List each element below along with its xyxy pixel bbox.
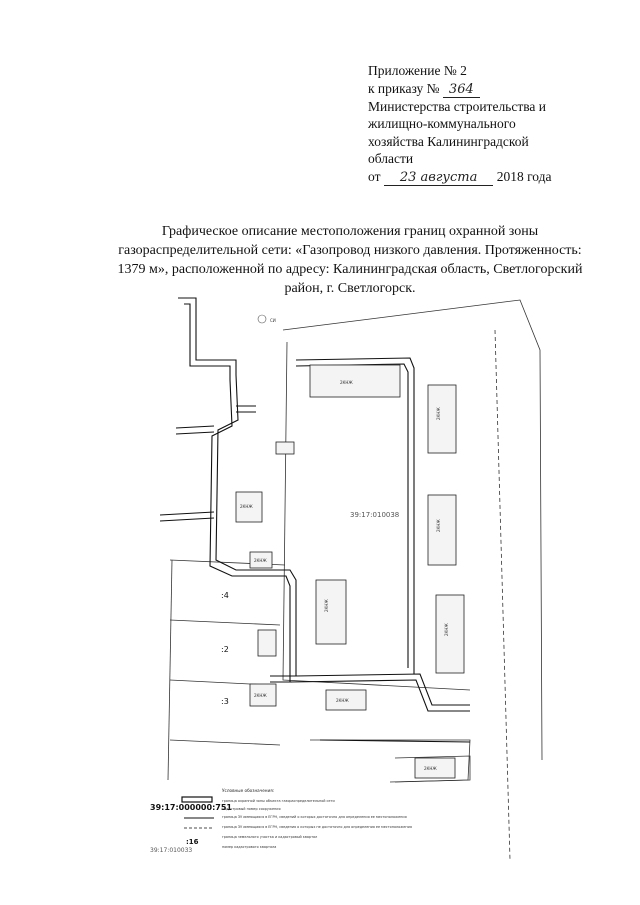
handwritten-date: 23 августа	[383, 170, 494, 186]
parcel-number: :2	[221, 645, 229, 654]
building-label: 2КНЖ	[444, 623, 449, 636]
legend-block-sample: 39:17:010033	[150, 847, 192, 854]
building-label: 2КНЖ	[324, 599, 329, 612]
legend-swatch-zone	[181, 796, 213, 803]
building	[249, 551, 273, 569]
building	[275, 441, 295, 455]
building	[315, 579, 347, 645]
building-label: 2КНЖ	[336, 698, 349, 703]
order-reference: к приказу № 364	[368, 80, 608, 98]
cadastral-map: 2КНЖ 2КНЖ 2КНЖ 2КНЖ 2КНЖ 2КНЖ 2КНЖ 2КНЖ …	[150, 297, 543, 861]
building	[427, 494, 457, 566]
legend-parcel-sample: :16	[186, 838, 199, 846]
legend-entry: граница охранной зоны объекта газораспре…	[222, 799, 335, 803]
parcel-boundaries	[167, 299, 543, 861]
ministry-line-3: хозяйства Калининградской	[368, 133, 529, 149]
legend-entry: граница ЗУ имеющаяся в ЕГРН, сведения о …	[222, 825, 412, 829]
building	[435, 594, 465, 674]
building	[257, 629, 277, 657]
buildings	[235, 364, 465, 779]
building	[414, 757, 456, 779]
appendix-number: Приложение № 2	[368, 63, 467, 78]
cadastral-block-number: 39:17:010038	[350, 511, 399, 519]
legend-entry: номер кадастрового квартала	[222, 845, 276, 849]
document-title: Графическое описание местоположения гран…	[117, 224, 583, 296]
building-label: 2КНЖ	[254, 693, 267, 698]
legend-entry: кадастровый номер сооружения	[222, 807, 281, 811]
ministry-line-4: области	[368, 151, 414, 166]
legend-cadastral-sample: 39:17:000000:751	[150, 803, 232, 812]
legend-entry: граница земельного участка и кадастровый…	[222, 835, 317, 839]
handwritten-order-number: 364	[442, 82, 480, 98]
building	[309, 364, 401, 398]
building	[427, 384, 457, 454]
building-label: 2КНЖ	[436, 407, 441, 420]
ministry-line-1: Министерства строительства и	[368, 98, 547, 114]
legend-entry: граница ЗУ имеющаяся в ЕГРН, сведений о …	[222, 815, 407, 819]
ministry-line-2: жилищно-коммунального	[368, 116, 516, 131]
parcel-number: :4	[221, 591, 229, 600]
gas-pipeline-zone	[159, 297, 471, 743]
building-label: 2КНЖ	[240, 504, 253, 509]
building	[235, 491, 263, 523]
building-label: 2КНЖ	[424, 766, 437, 771]
building	[249, 683, 277, 707]
parcel-number: :3	[221, 697, 229, 706]
building	[325, 689, 367, 711]
map-stamp-label: СИ	[270, 318, 276, 323]
building-label: 2КНЖ	[436, 519, 441, 532]
map-stamp	[257, 314, 267, 324]
legend-title: Условные обозначения:	[222, 788, 274, 793]
appendix-header: Приложение № 2 к приказу № 364 Министерс…	[368, 62, 608, 186]
order-date: от 23 августа 2018 года	[368, 168, 552, 186]
map-legend: Условные обозначения: граница охранной з…	[150, 788, 412, 854]
building-label: 2КНЖ	[254, 558, 267, 563]
building-label: 2КНЖ	[340, 380, 353, 385]
